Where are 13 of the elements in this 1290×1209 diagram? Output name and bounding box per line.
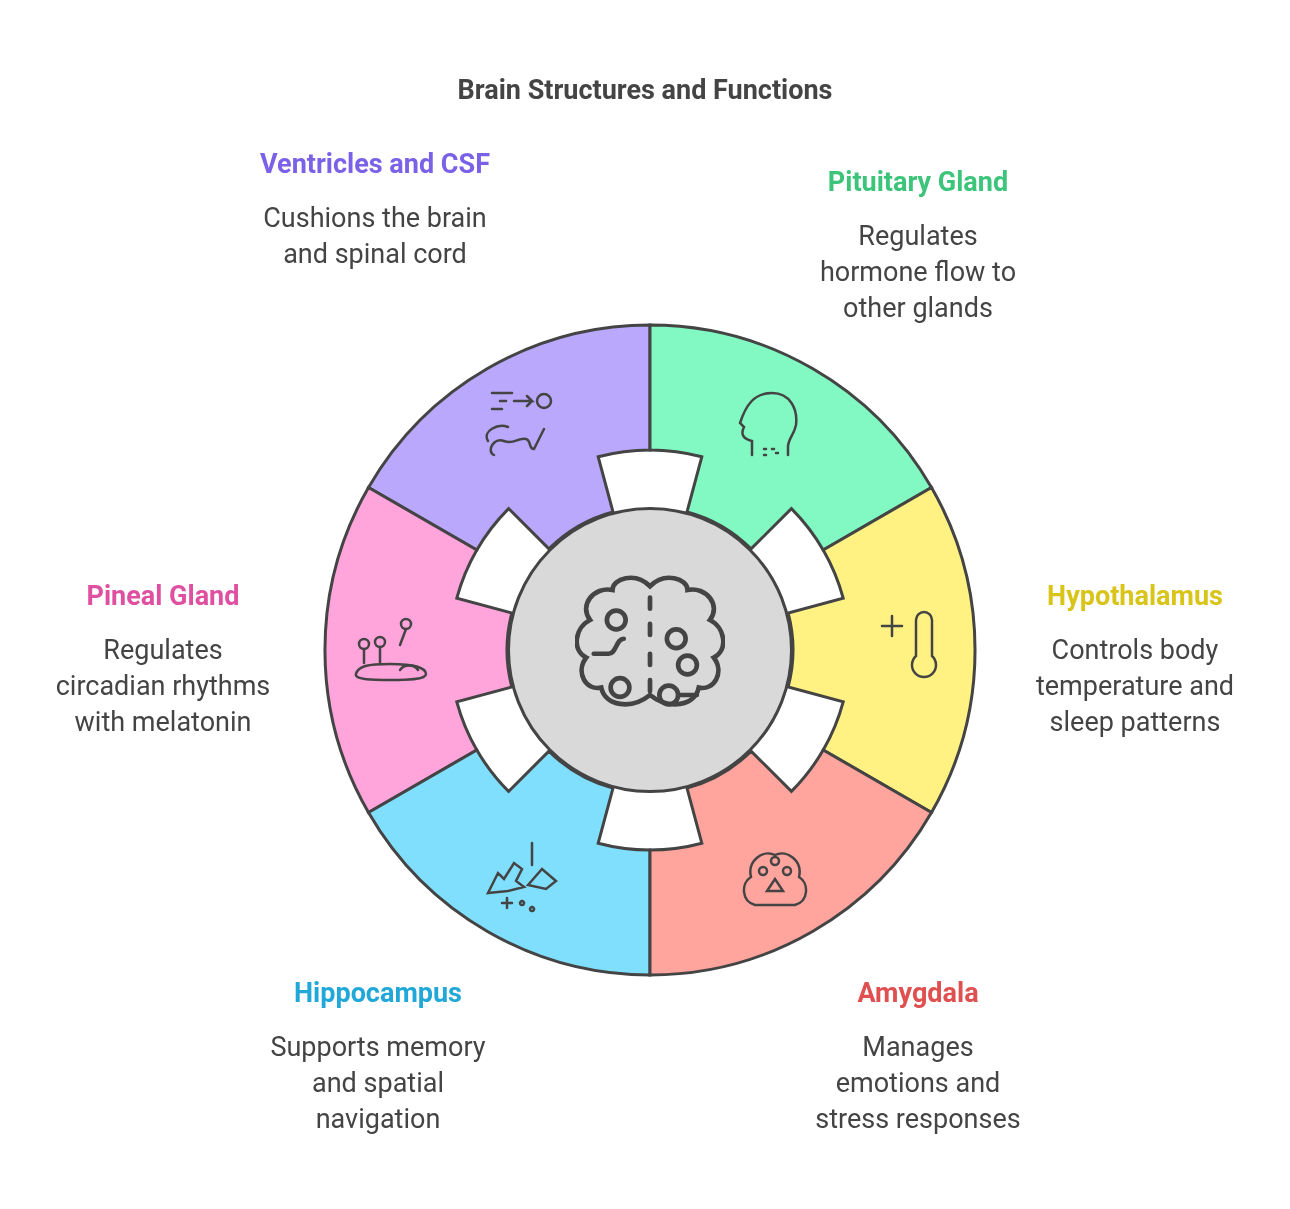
segment-description: Controls body temperature and sleep patterns bbox=[1034, 633, 1236, 740]
segment-heading: Amygdala bbox=[856, 976, 980, 1011]
segment-heading: Ventricles and CSF bbox=[260, 147, 490, 182]
segment-heading: Pituitary Gland bbox=[826, 165, 1010, 200]
segment-heading: Hypothalamus bbox=[1046, 579, 1224, 614]
diagram-title: Brain Structures and Functions bbox=[456, 74, 834, 106]
segment-description: Regulates hormone flow to other glands bbox=[818, 219, 1018, 326]
segment-heading: Pineal Gland bbox=[85, 579, 241, 614]
segment-heading: Hippocampus bbox=[293, 976, 463, 1011]
segment-description: Cushions the brain and spinal cord bbox=[262, 201, 488, 272]
segment-description: Regulates circadian rhythms with melatonin bbox=[54, 633, 272, 740]
segment-description: Manages emotions and stress responses bbox=[814, 1030, 1022, 1137]
segment-description: Supports memory and spatial navigation bbox=[269, 1030, 487, 1137]
